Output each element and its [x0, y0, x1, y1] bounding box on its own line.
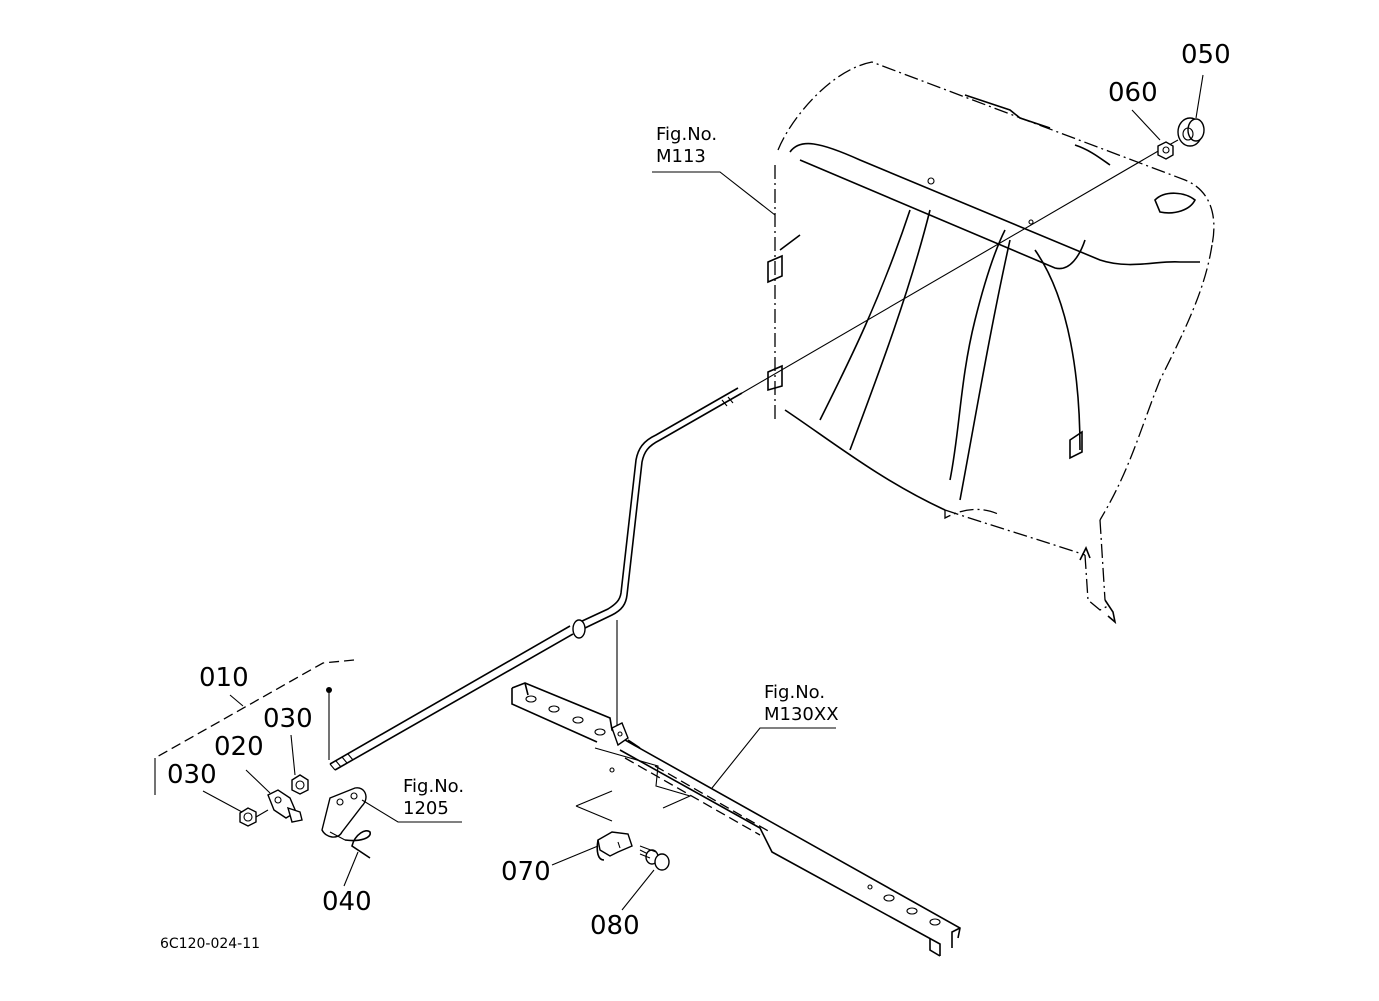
fig-ref-m130xx-line1: Fig.No.	[764, 682, 826, 703]
clamp-070-shape	[596, 831, 633, 861]
part-label-080[interactable]: 080	[590, 911, 640, 941]
fig-ref-1205-line2: 1205	[403, 797, 449, 819]
part-label-060[interactable]: 060	[1108, 78, 1158, 108]
lever-plate-1205	[321, 787, 367, 838]
bolt-080-shape	[639, 845, 670, 871]
part-label-070[interactable]: 070	[501, 857, 551, 887]
part-label-030-lower[interactable]: 030	[167, 760, 217, 790]
fig-ref-m113-line1: Fig.No.	[656, 124, 718, 145]
shift-rod	[329, 387, 743, 771]
fig-ref-1205-line1: Fig.No.	[403, 776, 465, 797]
rod-axis-line	[741, 149, 1161, 394]
nut-030-lower-shape	[239, 807, 269, 827]
fig-ref-m130xx[interactable]: Fig.No. M130XX	[764, 682, 839, 725]
joint-020-shape	[267, 789, 303, 823]
nut-030-upper-shape	[291, 774, 309, 795]
frame-rail	[511, 682, 961, 957]
callout-leaders	[202, 74, 1204, 911]
fig-ref-1205[interactable]: Fig.No. 1205	[403, 776, 464, 819]
knob-050-shape	[1177, 117, 1205, 147]
drawing-number: 6C120-024-11	[160, 936, 261, 952]
assembly-010-bracket	[154, 659, 355, 759]
bonnet-hood	[767, 61, 1215, 625]
part-label-050[interactable]: 050	[1181, 40, 1231, 70]
nut-060-shape	[1157, 141, 1174, 160]
fig-ref-m113-line2: M113	[656, 145, 706, 167]
part-label-010[interactable]: 010	[199, 663, 249, 693]
fig-ref-m113[interactable]: Fig.No. M113	[656, 124, 717, 167]
fig-ref-m130xx-line2: M130XX	[764, 703, 839, 725]
part-label-020[interactable]: 020	[214, 732, 264, 762]
part-label-030-upper[interactable]: 030	[263, 704, 313, 734]
pin-040-shape	[329, 830, 371, 859]
part-label-040[interactable]: 040	[322, 887, 372, 917]
